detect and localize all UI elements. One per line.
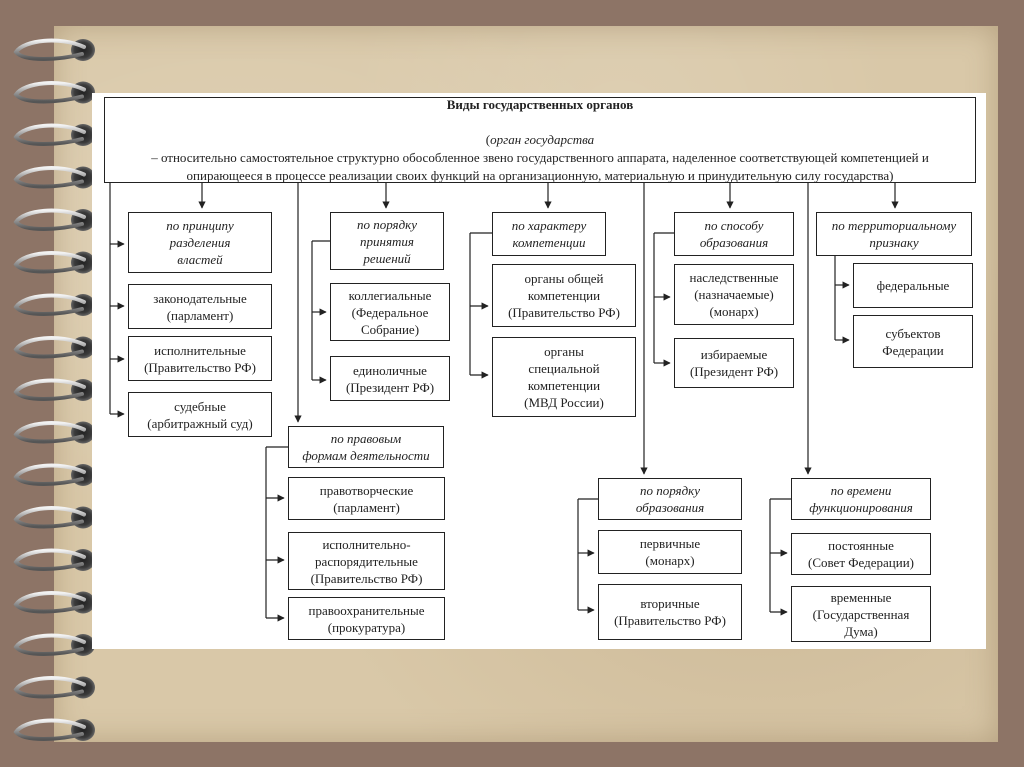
binding-ring xyxy=(13,548,86,571)
item-judicial: судебные (арбитражный суд) xyxy=(128,392,272,437)
header-competence: по характеру компетенции xyxy=(492,212,606,256)
definition-term: орган государства xyxy=(490,131,595,147)
definition-body: – относительно самостоятельное структурн… xyxy=(151,149,929,183)
item-general-competence: органы общей компетенции (Правительство … xyxy=(492,264,636,327)
diagram-title-box: Виды государственных органов (орган госу… xyxy=(104,97,976,183)
item-primary: первичные (монарх) xyxy=(598,530,742,574)
item-subjects: субъектов Федерации xyxy=(853,315,973,368)
item-sole: единоличные (Президент РФ) xyxy=(330,356,450,401)
binding-ring xyxy=(13,718,86,741)
item-special-competence: органы специальной компетенции (МВД Росс… xyxy=(492,337,636,417)
binding-ring xyxy=(13,463,86,486)
item-legislative: законодательные (парламент) xyxy=(128,284,272,329)
item-federal: федеральные xyxy=(853,263,973,308)
item-secondary: вторичные (Правительство РФ) xyxy=(598,584,742,640)
header-formation-method: по способу образования xyxy=(674,212,794,256)
binding-ring xyxy=(13,123,86,146)
binding-ring xyxy=(13,293,86,316)
item-temporary: временные (Государственная Дума) xyxy=(791,586,931,642)
item-collegial: коллегиальные (Федеральное Собрание) xyxy=(330,283,450,341)
item-executive: исполнительные (Правительство РФ) xyxy=(128,336,272,381)
item-lawmaking: правотворческие (парламент) xyxy=(288,477,445,520)
binding-ring xyxy=(13,38,86,61)
binding-ring xyxy=(13,336,86,359)
item-permanent: постоянные (Совет Федерации) xyxy=(791,533,931,575)
binding-ring xyxy=(13,166,86,189)
header-territorial: по территориальному признаку xyxy=(816,212,972,256)
binding-ring xyxy=(13,506,86,529)
binding-ring xyxy=(13,81,86,104)
diagram-title: Виды государственных органов xyxy=(446,96,634,112)
spiral-binding xyxy=(13,38,95,741)
header-legal-forms: по правовым формам деятельности xyxy=(288,426,444,468)
binding-ring xyxy=(13,676,86,699)
binding-ring xyxy=(13,378,86,401)
definition-text: (орган государства – относительно самост… xyxy=(151,131,929,183)
header-duration: по времени функционирования xyxy=(791,478,931,520)
item-elected: избираемые (Президент РФ) xyxy=(674,338,794,388)
binding-ring xyxy=(13,251,86,274)
binding-ring xyxy=(13,591,86,614)
binding-ring xyxy=(13,208,86,231)
item-law-enforcement: правоохранительные (прокуратура) xyxy=(288,597,445,640)
header-decision: по порядку принятия решений xyxy=(330,212,444,270)
item-executive-administrative: исполнительно- распорядительные (Правите… xyxy=(288,532,445,590)
header-separation: по принципу разделения властей xyxy=(128,212,272,273)
binding-ring xyxy=(13,421,86,444)
header-formation-order: по порядку образования xyxy=(598,478,742,520)
item-hereditary: наследственные (назначаемые) (монарх) xyxy=(674,264,794,325)
binding-ring xyxy=(13,633,86,656)
